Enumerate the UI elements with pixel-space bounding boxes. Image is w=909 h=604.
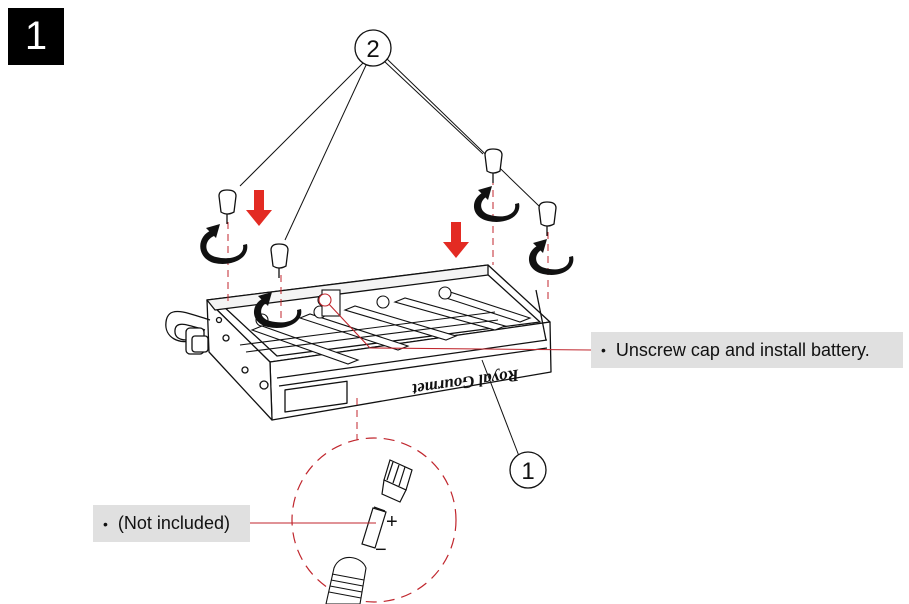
part-label-1-text: 1	[521, 458, 534, 485]
step-number: 1	[24, 14, 48, 58]
part-label-1: 1	[509, 451, 547, 489]
battery-detail-callout: + −	[291, 398, 457, 604]
negative-sign: −	[375, 539, 387, 561]
igniter-body-icon	[325, 556, 367, 604]
callout-leader-battery	[318, 293, 592, 351]
callout-not-included: • (Not included)	[93, 505, 250, 542]
part-label-2: 2	[354, 29, 392, 67]
battery-cap-icon	[381, 459, 413, 503]
gas-hose-connector	[165, 310, 211, 355]
battery-icon	[361, 506, 387, 549]
part-label-2-text: 2	[366, 36, 379, 63]
callout-battery-instruction: • Unscrew cap and install battery.	[591, 332, 903, 368]
callout-bullet: •	[601, 342, 606, 358]
leader-line-part-1	[481, 359, 520, 457]
burner-tubes	[239, 286, 532, 365]
positive-sign: +	[386, 511, 398, 533]
knob-cap-icon	[218, 148, 557, 278]
step-number-badge: 1	[8, 8, 64, 65]
down-arrow-icon	[246, 190, 469, 258]
leader-lines-part-2	[239, 57, 540, 241]
callout-battery-text: Unscrew cap and install battery.	[615, 339, 870, 360]
callout-not-included-text: (Not included)	[117, 513, 230, 533]
callout-bullet: •	[103, 515, 108, 532]
rotate-arrow-icon	[200, 186, 574, 328]
